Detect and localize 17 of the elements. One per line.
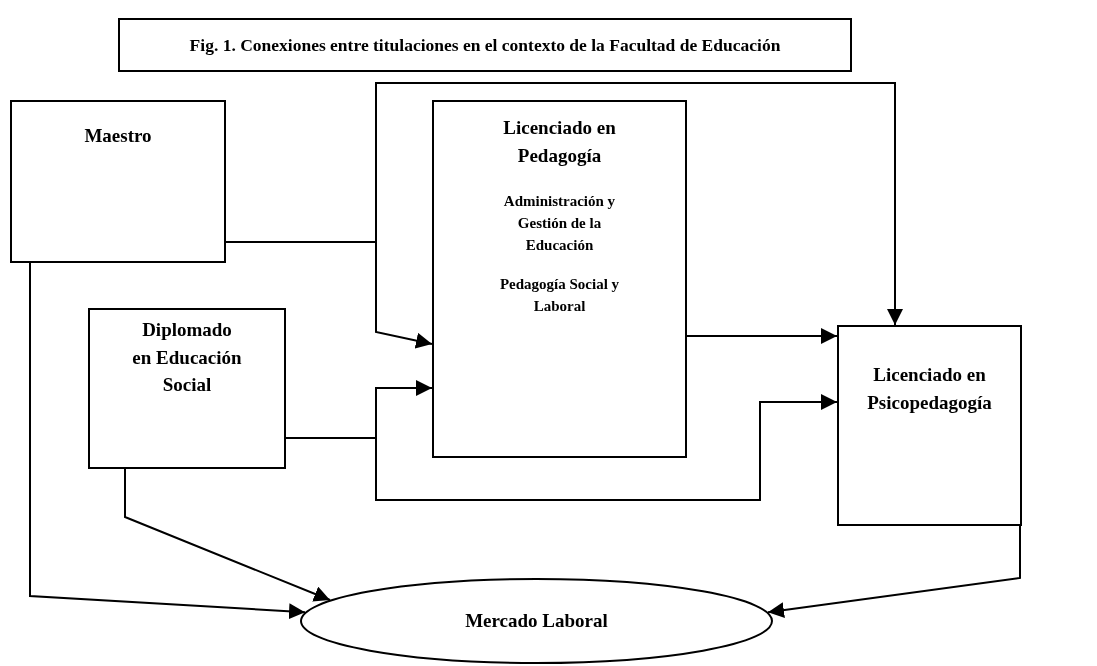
node-title: Diplomado en Educación Social xyxy=(132,318,242,398)
box-node xyxy=(10,100,226,263)
box-node xyxy=(837,325,1022,526)
node-title: Licenciado en Pedagogía xyxy=(502,116,617,168)
figure-title-box: Fig. 1. Conexiones entre titulaciones en el contexto de la Facultad de Educación xyxy=(118,18,852,72)
connector-arrow xyxy=(124,468,331,602)
node-title: Licenciado en Psicopedagogía xyxy=(866,363,993,415)
node-title: Mercado Laboral xyxy=(464,609,609,634)
connector-arrow xyxy=(29,262,306,620)
node-text: Pedagogía Social y Laboral xyxy=(498,275,621,317)
node-text: Administración y Gestión de la Educación xyxy=(502,192,617,255)
box-node xyxy=(432,100,687,458)
box-node xyxy=(88,308,286,469)
ellipse-node xyxy=(300,578,773,664)
node-title: Maestro xyxy=(83,124,153,148)
connector-arrow xyxy=(686,328,838,344)
connector-arrow xyxy=(767,525,1021,618)
